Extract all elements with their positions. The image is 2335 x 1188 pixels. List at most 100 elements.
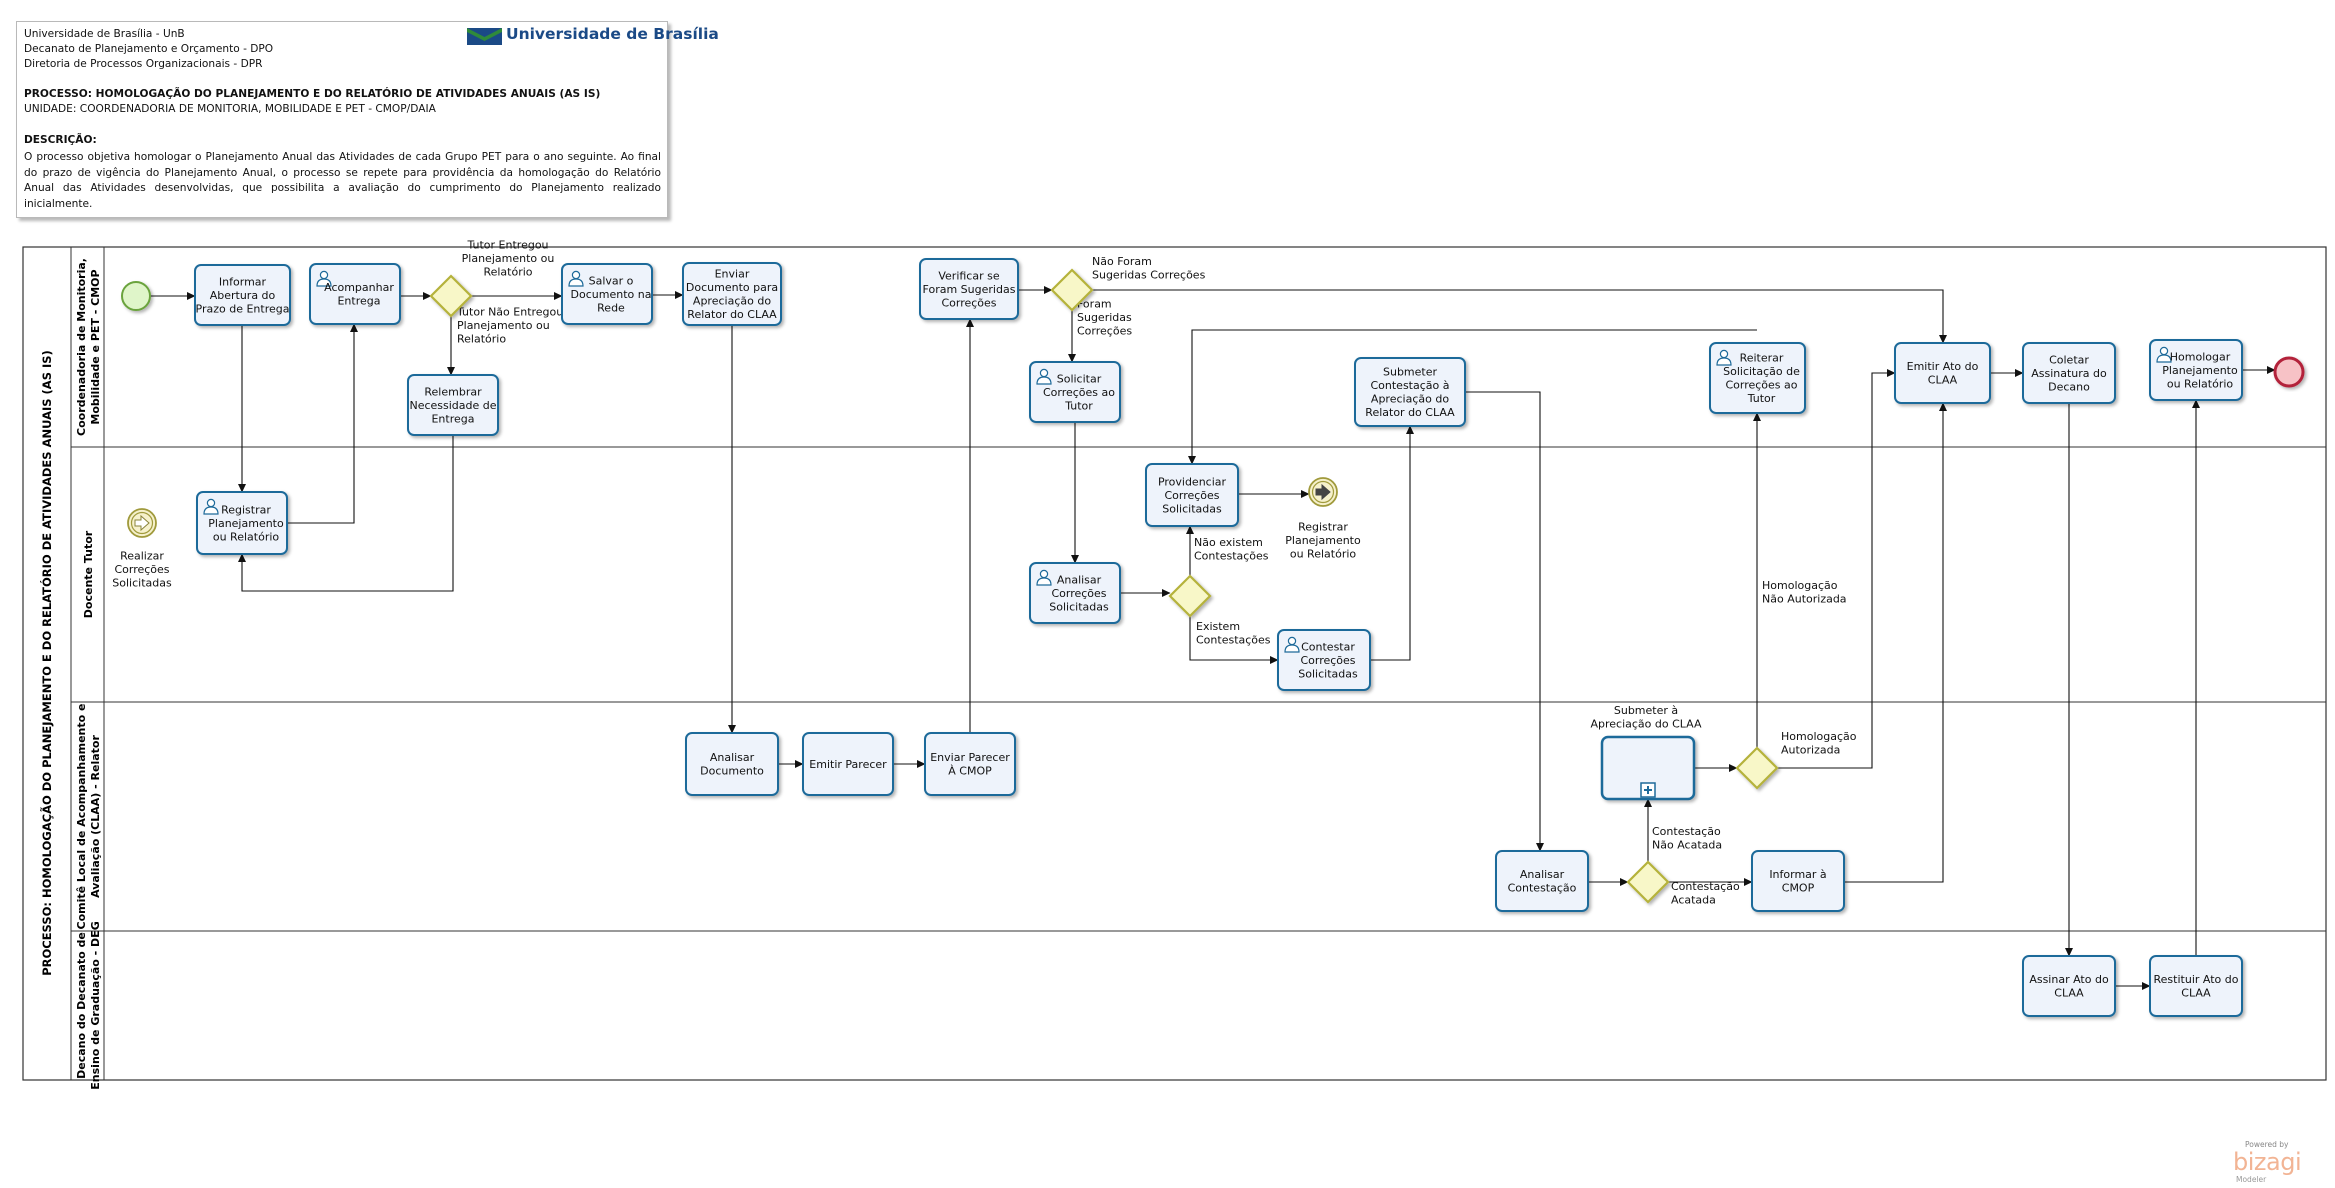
- lane-label-tutor: Docente Tutor: [82, 530, 95, 618]
- bizagi-modeler-text: Modeler: [2236, 1175, 2267, 1184]
- user-icon: [1716, 349, 1732, 366]
- process-info-box: Universidade de Brasília Universidade de…: [16, 21, 719, 218]
- user-icon: [1036, 368, 1052, 385]
- task-emitir-parecer[interactable]: Emitir Parecer: [802, 732, 894, 796]
- user-icon: [2156, 346, 2172, 363]
- sequence-flow[interactable]: [1092, 289, 1947, 344]
- unb-logo-text: Universidade de Brasília: [506, 25, 719, 43]
- org-line-1: Universidade de Brasília - UnB: [24, 28, 185, 40]
- user-icon: [203, 498, 219, 515]
- exclusive-gateway-icon[interactable]: [1735, 746, 1779, 790]
- sequence-flow[interactable]: [1777, 369, 1896, 769]
- powered-by-text: Powered by: [2245, 1140, 2289, 1149]
- start-event-icon[interactable]: [121, 281, 151, 311]
- user-icon: [568, 270, 584, 287]
- sequence-flow[interactable]: [287, 323, 358, 524]
- lane-label-deg: Decano do Decanato deEnsino de Graduação…: [75, 921, 102, 1089]
- sequence-flow[interactable]: [1844, 402, 1947, 883]
- sequence-flow[interactable]: [1189, 616, 1279, 664]
- lane-label-cmop: Coordenadoria de Monitoria,Mobilidade e …: [75, 258, 102, 436]
- collapsed-subprocess-icon: [1640, 782, 1656, 798]
- processo-title: PROCESSO: HOMOLOGAÇÃO DO PLANEJAMENTO E …: [24, 88, 601, 100]
- lane-deg: Decano do Decanato deEnsino de Graduação…: [75, 921, 102, 1089]
- sequence-flow[interactable]: [1465, 391, 1544, 852]
- unidade-text: UNIDADE: COORDENADORIA DE MONITORIA, MOB…: [24, 103, 436, 115]
- sequence-flow[interactable]: [1370, 425, 1414, 661]
- lane-label-claa: Comitê Local de Acompanhamento eAvaliaçã…: [75, 704, 102, 930]
- sequence-flow[interactable]: [238, 435, 454, 592]
- org-line-2: Decanato de Planejamento e Orçamento - D…: [24, 43, 274, 55]
- descricao-label: DESCRIÇÃO:: [24, 134, 97, 146]
- sequence-flow[interactable]: [1188, 329, 1757, 465]
- exclusive-gateway-icon[interactable]: [429, 274, 473, 318]
- task-label: Emitir Parecer: [809, 758, 887, 771]
- exclusive-gateway-icon[interactable]: [1626, 860, 1670, 904]
- exclusive-gateway-icon[interactable]: [1168, 574, 1212, 618]
- user-icon: [1284, 636, 1300, 653]
- user-icon: [1036, 569, 1052, 586]
- unb-logo-icon: [467, 28, 502, 45]
- end-event-icon[interactable]: [2273, 356, 2305, 388]
- sequence-flows: [150, 286, 2276, 990]
- exclusive-gateway-icon[interactable]: [1050, 268, 1094, 312]
- user-icon: [316, 270, 332, 287]
